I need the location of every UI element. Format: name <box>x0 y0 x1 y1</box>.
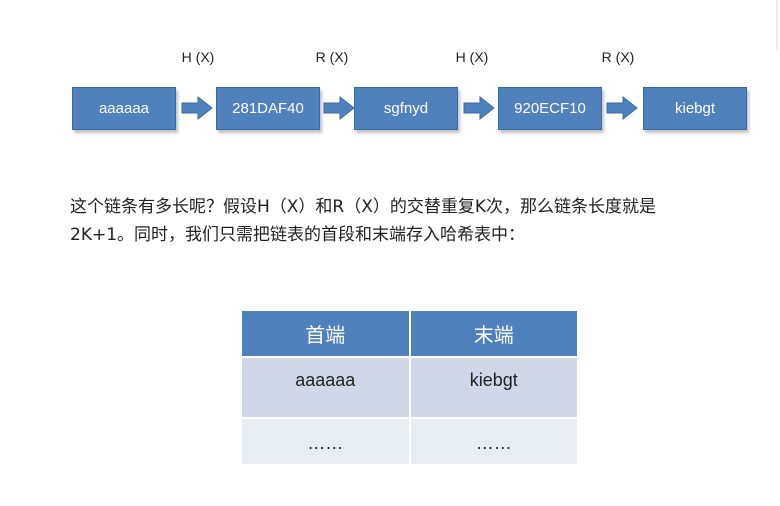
column-header-end: 末端 <box>409 311 577 358</box>
arrow-right-icon <box>181 96 213 120</box>
hash-table: 首端 末端 aaaaaa kiebgt …… …… <box>242 311 577 466</box>
table-cell: …… <box>409 418 577 466</box>
table-header-row: 首端 末端 <box>242 311 577 358</box>
chain-node-4: 920ECF10 <box>498 87 602 130</box>
table-cell: kiebgt <box>409 357 577 419</box>
hash-chain-diagram: H (X) R (X) H (X) R (X) aaaaaa 281DAF40 … <box>0 0 780 150</box>
arrow-right-icon <box>323 96 355 120</box>
page-edge-rule <box>776 0 778 50</box>
paragraph-line-1: 这个链条有多长呢？假设H（X）和R（X）的交替重复K次，那么链条长度就是 <box>70 197 657 217</box>
arrow-right-icon <box>463 96 495 120</box>
table-row: …… …… <box>242 418 577 466</box>
table-cell: aaaaaa <box>242 357 411 419</box>
function-label-h2: H (X) <box>455 49 489 65</box>
chain-node-end: kiebgt <box>643 87 747 130</box>
function-label-r2: R (X) <box>601 49 635 65</box>
function-label-h1: H (X) <box>181 49 215 65</box>
function-label-r1: R (X) <box>315 49 349 65</box>
chain-node-start: aaaaaa <box>72 87 176 130</box>
chain-node-2: 281DAF40 <box>216 87 320 130</box>
table-cell: …… <box>242 418 411 466</box>
paragraph-line-2: 2K+1。同时，我们只需把链表的首段和末端存入哈希表中： <box>70 225 526 245</box>
explanation-paragraph: 这个链条有多长呢？假设H（X）和R（X）的交替重复K次，那么链条长度就是 2K+… <box>70 193 730 249</box>
arrow-right-icon <box>606 96 638 120</box>
chain-node-3: sgfnyd <box>354 87 458 130</box>
column-header-start: 首端 <box>242 311 411 358</box>
table-row: aaaaaa kiebgt <box>242 357 577 419</box>
